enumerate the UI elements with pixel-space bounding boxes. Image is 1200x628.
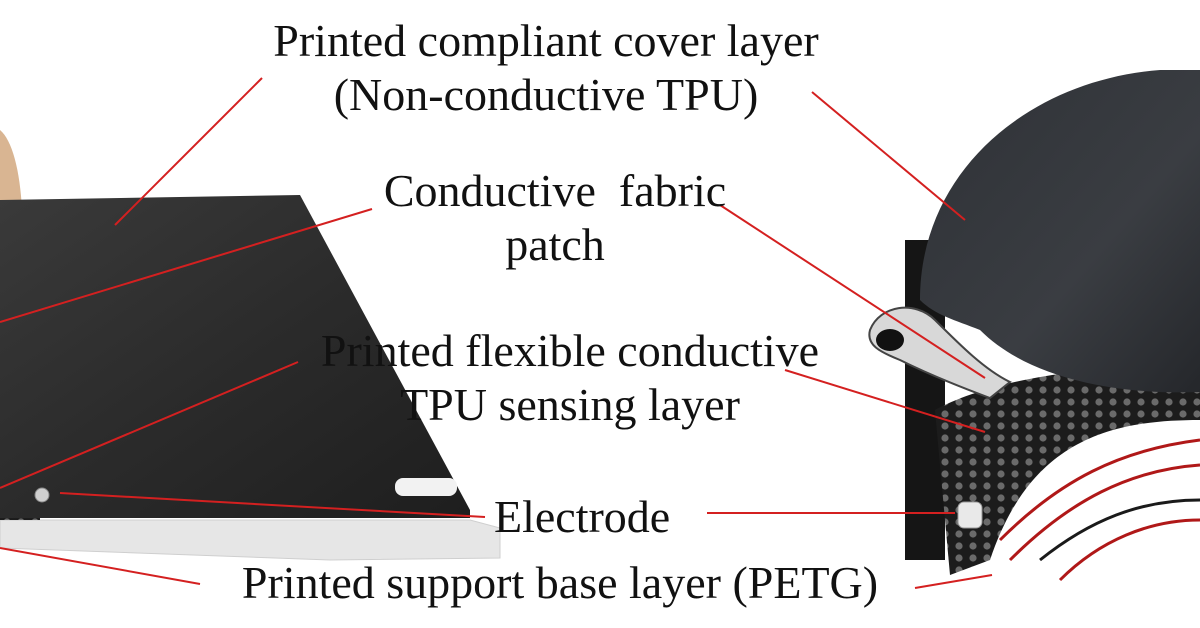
sensing-layer-curved <box>935 368 1200 575</box>
cover-layer-dome <box>920 70 1200 393</box>
leader-cover-left <box>114 77 263 226</box>
electrode-curved <box>957 501 983 529</box>
electrode-tab-left <box>395 478 457 496</box>
label-electrode: Electrode <box>494 491 671 542</box>
label-fabric-line2: patch <box>505 219 605 270</box>
leader-cover-right <box>811 91 966 221</box>
label-sensing-line1: Printed flexible conductive <box>320 325 820 376</box>
label-support-base-layer: Printed support base layer (PETG) <box>241 557 879 608</box>
label-cover-line2: (Non-conductive TPU) <box>333 69 759 120</box>
leader-sensing-right <box>784 369 986 433</box>
label-fabric-line1: Conductive fabric <box>383 165 727 216</box>
label-sensing-layer: Printed flexible conductive TPU sensing … <box>290 324 850 432</box>
label-cover-line1: Printed compliant cover layer <box>273 15 819 66</box>
label-sensing-line2: TPU sensing layer <box>400 379 740 430</box>
label-conductive-fabric-patch: Conductive fabric patch <box>355 164 755 272</box>
leader-electrode-left <box>59 492 486 518</box>
fabric-patch-roll <box>868 306 1012 400</box>
leader-sensing-left <box>0 361 299 489</box>
leader-fabric-right <box>719 204 986 379</box>
leader-lines <box>0 77 993 589</box>
label-compliant-cover-layer: Printed compliant cover layer (Non-condu… <box>236 14 856 122</box>
leader-base-right <box>914 574 993 589</box>
leader-base-left <box>0 547 201 585</box>
electrode-connector-left <box>34 487 50 503</box>
curved-sensor-photo <box>868 70 1200 582</box>
wires <box>998 438 1200 582</box>
leader-fabric-left <box>0 208 373 323</box>
fabric-roll-hole <box>876 329 904 351</box>
support-base-left <box>0 519 501 561</box>
